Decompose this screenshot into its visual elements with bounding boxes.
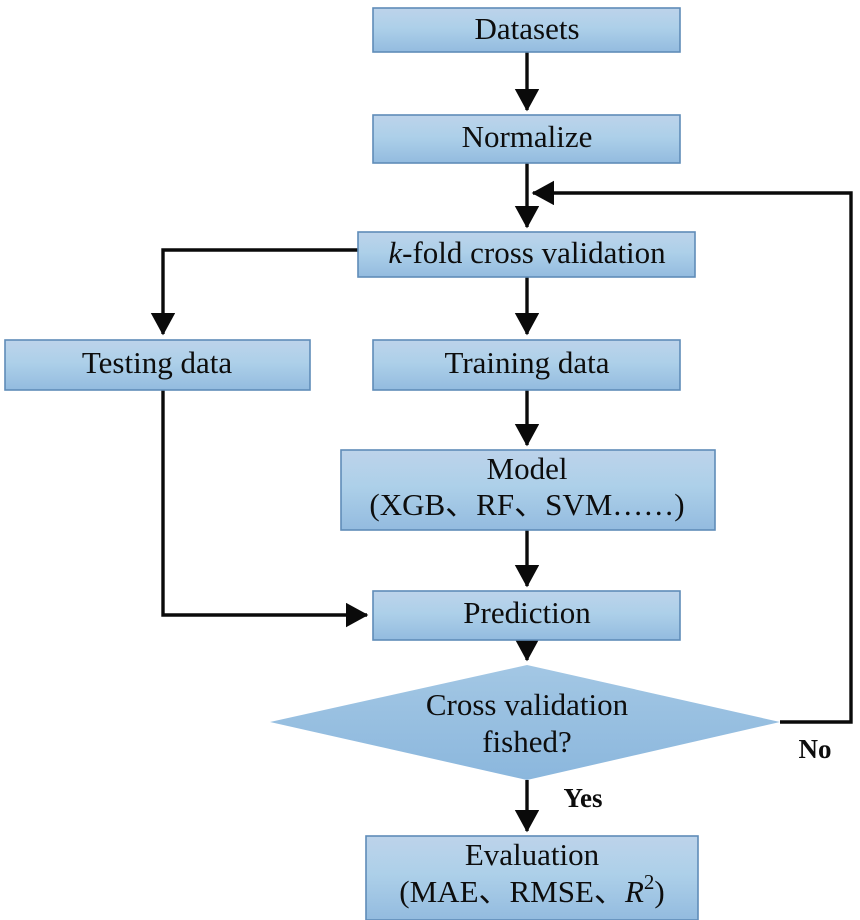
- node-testing-data[interactable]: Testing data: [4, 339, 311, 391]
- node-model-label-line1: Model: [487, 451, 568, 486]
- node-evaluation-label-line1: Evaluation: [465, 837, 600, 872]
- node-training-data-label: Training data: [444, 345, 609, 380]
- node-testing-data-label: Testing data: [82, 345, 232, 380]
- node-kfold-label: k-fold cross validation: [388, 235, 666, 270]
- node-decision-cross-validation-finished[interactable]: Cross validation fished?: [270, 665, 780, 780]
- node-normalize[interactable]: Normalize: [372, 114, 681, 164]
- edge-label-no: No: [799, 734, 832, 764]
- node-training-data[interactable]: Training data: [372, 339, 681, 391]
- node-datasets[interactable]: Datasets: [372, 7, 681, 53]
- node-evaluation-line2-suffix: ): [654, 874, 664, 909]
- node-evaluation-line2-prefix: (MAE、RMSE、: [399, 874, 625, 909]
- node-prediction[interactable]: Prediction: [372, 590, 681, 641]
- node-evaluation[interactable]: Evaluation (MAE、RMSE、R2): [365, 835, 699, 920]
- node-evaluation-line2-superscript: 2: [644, 870, 655, 894]
- connector-kfold-to-testing: [150, 248, 358, 336]
- node-evaluation-line2-italic: R: [624, 874, 644, 909]
- node-decision-label-line2: fished?: [482, 724, 572, 759]
- node-evaluation-label-line2: (MAE、RMSE、R2): [399, 870, 664, 909]
- node-model-label-line2: (XGB、RF、SVM……): [369, 487, 684, 522]
- node-model[interactable]: Model (XGB、RF、SVM……): [340, 449, 716, 531]
- node-decision-label-line1: Cross validation: [426, 687, 629, 722]
- connector-testing-to-prediction: [161, 390, 369, 628]
- node-datasets-label: Datasets: [474, 11, 579, 46]
- node-kfold-label-rest: -fold cross validation: [402, 235, 666, 270]
- node-kfold-label-italic: k: [388, 235, 403, 270]
- node-prediction-label: Prediction: [463, 595, 591, 630]
- node-kfold-cross-validation[interactable]: k-fold cross validation: [357, 231, 696, 278]
- connector-decision-no-feedback: [531, 180, 853, 724]
- node-normalize-label: Normalize: [462, 119, 593, 154]
- edge-label-yes: Yes: [564, 783, 603, 813]
